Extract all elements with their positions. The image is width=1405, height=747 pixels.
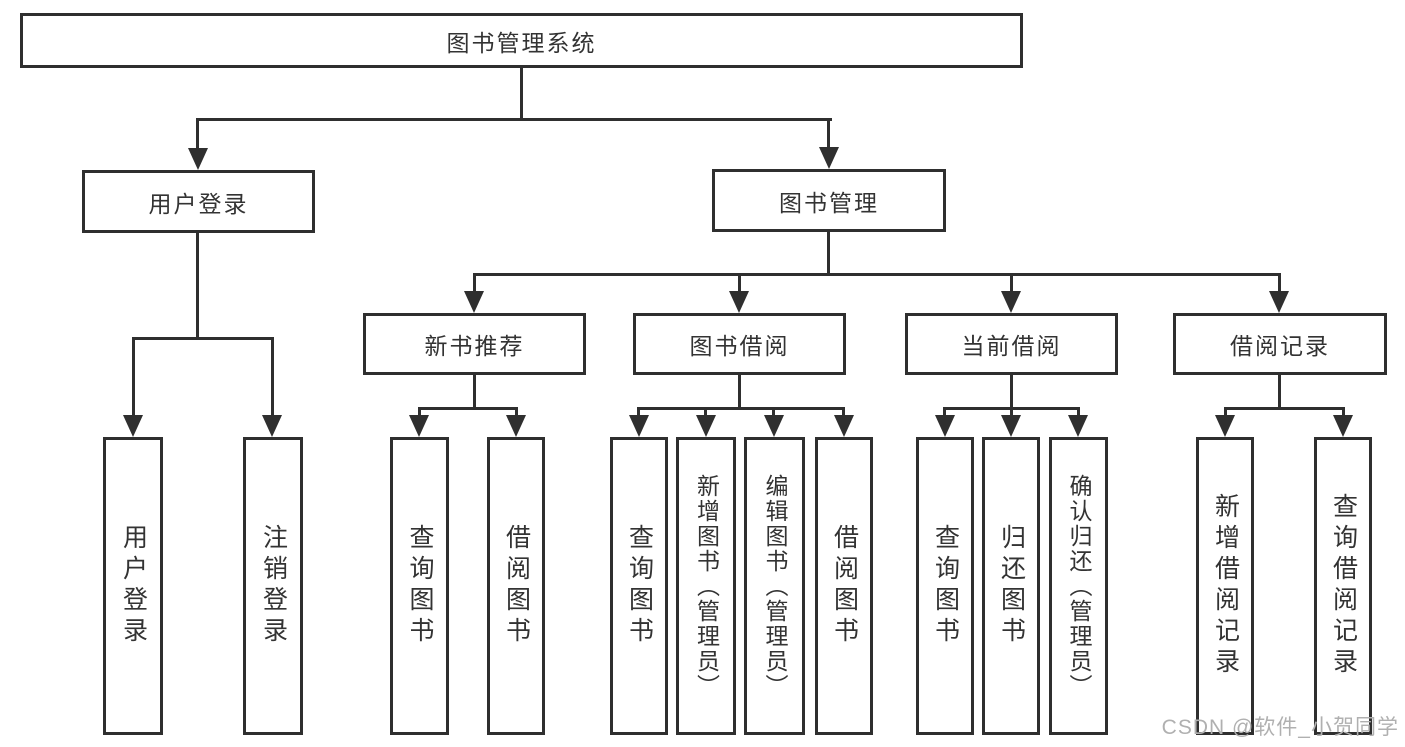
node-borrow-record: 借阅记录 (1173, 313, 1387, 375)
arrow-down-icon (188, 148, 208, 170)
node-leaf-query-books-rec: 查询图书 (390, 437, 449, 735)
connector-leaf-drop (418, 407, 421, 415)
connector-root-to-book-mgmt (827, 118, 830, 147)
arrow-down-icon (262, 415, 282, 437)
node-leaf-confirm-return-admin: 确认归还（管理员） (1049, 437, 1108, 735)
node-leaf-query-borrow-record: 查询借阅记录 (1314, 437, 1372, 735)
arrow-down-icon (1269, 291, 1289, 313)
arrow-down-icon (409, 415, 429, 437)
node-leaf-query-books-cb: 查询图书 (916, 437, 974, 735)
connector-to-leaf-user-login (132, 337, 135, 415)
node-leaf-borrow-books-rec: 借阅图书 (487, 437, 545, 735)
connector-to-new-book-rec (473, 273, 476, 291)
connector-to-book-borrow (738, 273, 741, 291)
arrow-down-icon (729, 291, 749, 313)
connector-leaf-drop (842, 407, 845, 415)
connector-borrow-record-stem (1278, 375, 1281, 407)
arrow-down-icon (464, 291, 484, 313)
connector-new-book-rec-rail (418, 407, 518, 410)
node-leaf-borrow-books-bb: 借阅图书 (815, 437, 873, 735)
arrow-down-icon (1215, 415, 1235, 437)
arrow-down-icon (834, 415, 854, 437)
node-new-book-recommend: 新书推荐 (363, 313, 586, 375)
arrow-down-icon (1333, 415, 1353, 437)
connector-to-current-borrow (1010, 273, 1013, 291)
connector-leaf-drop (637, 407, 640, 415)
arrow-down-icon (1001, 291, 1021, 313)
connector-borrow-record-rail (1224, 407, 1345, 410)
csdn-watermark: CSDN @软件_小贺同学 (1161, 716, 1399, 739)
connector-book-borrow-stem (738, 375, 741, 407)
connector-leaf-drop (943, 407, 946, 415)
connector-current-borrow-stem (1010, 375, 1013, 407)
arrow-down-icon (764, 415, 784, 437)
arrow-down-icon (935, 415, 955, 437)
node-leaf-query-books-bb: 查询图书 (610, 437, 668, 735)
connector-book-mgmt-rail (473, 273, 1281, 276)
node-leaf-logout: 注销登录 (243, 437, 303, 735)
connector-root-stem (520, 68, 523, 118)
connector-leaf-drop (1224, 407, 1227, 415)
arrow-down-icon (506, 415, 526, 437)
node-book-management: 图书管理 (712, 169, 946, 232)
connector-leaf-drop (704, 407, 707, 415)
connector-to-leaf-logout (271, 337, 274, 415)
node-library-management-system: 图书管理系统 (20, 13, 1023, 68)
node-leaf-add-books-admin: 新增图书（管理员） (676, 437, 736, 735)
connector-leaf-drop (1077, 407, 1080, 415)
arrow-down-icon (629, 415, 649, 437)
node-current-borrow: 当前借阅 (905, 313, 1118, 375)
node-leaf-edit-books-admin: 编辑图书（管理员） (744, 437, 805, 735)
connector-leaf-drop (1342, 407, 1345, 415)
node-leaf-user-login: 用户登录 (103, 437, 163, 735)
connector-book-borrow-rail (637, 407, 845, 410)
connector-leaf-drop (772, 407, 775, 415)
arrow-down-icon (1001, 415, 1021, 437)
connector-user-login-stem (196, 233, 199, 337)
connector-root-to-user-login (196, 118, 199, 148)
connector-user-login-rail (132, 337, 274, 340)
arrow-down-icon (819, 147, 839, 169)
connector-leaf-drop (1010, 407, 1013, 415)
node-leaf-add-borrow-record: 新增借阅记录 (1196, 437, 1254, 735)
connector-leaf-drop (515, 407, 518, 415)
arrow-down-icon (1068, 415, 1088, 437)
connector-root-rail (196, 118, 832, 121)
connector-new-book-rec-stem (473, 375, 476, 407)
arrow-down-icon (696, 415, 716, 437)
arrow-down-icon (123, 415, 143, 437)
node-user-login: 用户登录 (82, 170, 315, 233)
connector-book-mgmt-stem (827, 232, 830, 273)
node-book-borrow: 图书借阅 (633, 313, 846, 375)
node-leaf-return-books: 归还图书 (982, 437, 1040, 735)
connector-to-borrow-record (1278, 273, 1281, 291)
